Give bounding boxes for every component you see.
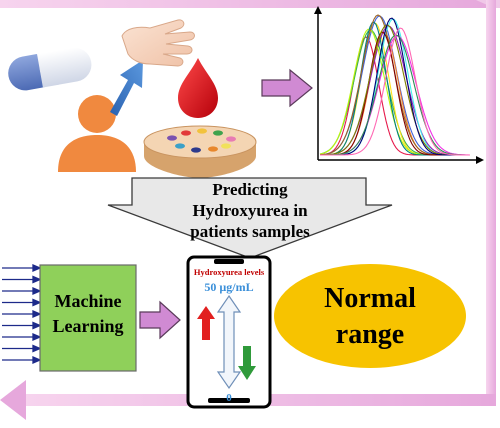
chromatogram-peak <box>319 29 470 156</box>
chromatogram-peak <box>319 28 470 156</box>
center-text-line-1: Predicting <box>212 180 288 199</box>
input-arrows <box>2 264 42 364</box>
input-arrowhead <box>32 287 42 295</box>
chromatogram-peak <box>320 34 470 156</box>
input-arrowhead <box>32 356 42 364</box>
frame-arrowhead <box>0 380 26 420</box>
phone-icon: Hydroxyurea levels 50 µg/mL 0 <box>186 255 272 409</box>
chromatogram-peak <box>320 31 470 156</box>
hand-icon <box>121 19 195 67</box>
phone-top-value: 50 µg/mL <box>204 280 253 294</box>
up-right-arrow-icon <box>110 60 143 116</box>
input-arrowhead <box>32 275 42 284</box>
center-text-line-2: Hydroxyurea in <box>192 201 308 220</box>
chromatogram-peak <box>320 25 470 156</box>
blood-drop-icon <box>178 58 218 118</box>
machine-learning-box: Machine Learning <box>39 264 137 372</box>
ml-text-line-1: Machine <box>55 291 122 311</box>
center-text-line-3: patients samples <box>190 222 310 241</box>
arrow-to-phone-icon <box>139 300 181 340</box>
input-arrowhead <box>32 344 42 353</box>
chromatogram-icon <box>314 6 484 164</box>
chromatogram-peak <box>320 32 470 156</box>
chromatogram-peak <box>320 27 470 156</box>
chromatogram-peak <box>319 36 470 156</box>
center-down-arrow: Predicting Hydroxyurea in patients sampl… <box>107 177 393 259</box>
result-line-1: Normal <box>324 283 416 314</box>
petri-dish-icon <box>143 125 257 178</box>
phone-title: Hydroxyurea levels <box>194 267 265 277</box>
ml-text-line-2: Learning <box>52 316 123 336</box>
arrow-to-chart-icon <box>261 68 313 108</box>
result-line-2: range <box>336 319 404 350</box>
input-arrowhead <box>32 321 42 330</box>
input-arrowhead <box>32 264 42 272</box>
pill-icon <box>8 47 92 91</box>
phone-bottom-value: 0 <box>226 392 232 404</box>
input-arrowhead <box>32 333 42 341</box>
frame-top <box>0 0 493 8</box>
chromatogram-peak <box>320 35 471 156</box>
input-arrowhead <box>32 310 42 318</box>
person-icon <box>58 95 136 172</box>
normal-range-badge: Normal range <box>274 264 466 368</box>
chromatogram-peak <box>320 24 470 156</box>
input-arrowhead <box>32 298 42 307</box>
frame-right <box>486 0 496 400</box>
